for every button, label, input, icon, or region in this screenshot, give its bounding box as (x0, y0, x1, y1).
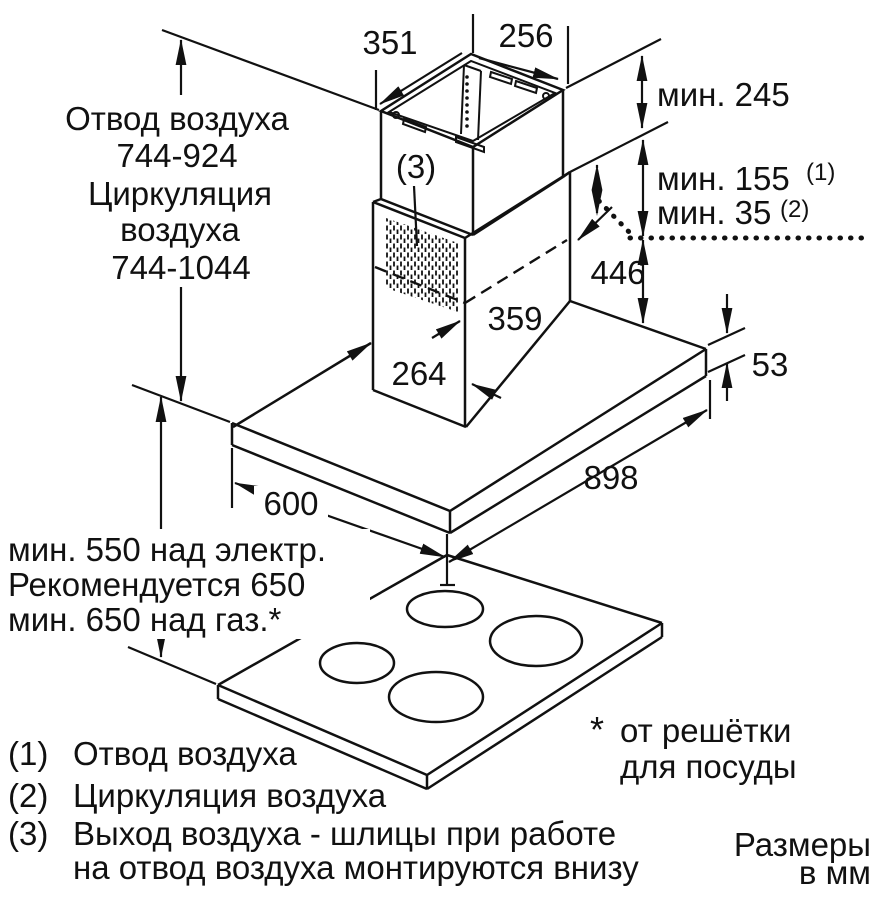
dim-351: 351 (362, 14, 475, 110)
units-note: Размеры в мм (734, 826, 871, 891)
dim-256: 256 (478, 17, 570, 84)
duct-height-line2: 744-924 (116, 137, 237, 174)
dim-min35-label: мин. 35 (657, 194, 771, 231)
dim-53-label: 53 (752, 346, 789, 383)
burner-ring (405, 589, 485, 629)
chimney-top-rim (386, 59, 558, 143)
dim-359: 359 (431, 300, 543, 339)
footnote-2-num: (2) (8, 777, 48, 814)
dim-359-label: 359 (487, 300, 542, 337)
vent-marker-label: (3) (396, 148, 436, 185)
footnote-2-text: Циркуляция воздуха (73, 777, 387, 814)
footnotes: (1) Отвод воздуха (2) Циркуляция воздуха… (8, 735, 639, 886)
footnote-3-text: Выход воздуха - шлицы при работе (73, 815, 616, 852)
dim-duct-height: Отвод воздуха 744-924 Циркуляция воздуха… (44, 28, 380, 402)
dim-min35-sup: (2) (780, 196, 809, 223)
duct-height-line5: 744-1044 (111, 249, 250, 286)
rim-hole (392, 111, 400, 119)
clearance-line2: Рекомендуется 650 (8, 566, 305, 603)
rim-slot (513, 79, 539, 95)
centerline-to-cooktop (440, 534, 455, 587)
burner-ring (318, 641, 396, 685)
hidden-edge-dashed (374, 265, 466, 305)
bracket-foot (455, 135, 485, 154)
dim-446: 446 (590, 239, 649, 324)
rim-hole (542, 92, 550, 100)
footnote-1-num: (1) (8, 735, 48, 772)
clearance-line1: мин. 550 над электр. (8, 531, 326, 568)
dim-600-label: 600 (263, 485, 318, 522)
dim-256-label: 256 (498, 17, 553, 54)
dim-clearance: мин. 550 над электр. Рекомендуется 650 м… (2, 383, 370, 686)
rim-slot (488, 70, 514, 86)
footnote-3-num: (3) (8, 815, 48, 852)
dim-898-label: 898 (583, 459, 638, 496)
duct-height-line3: Циркуляция (88, 175, 272, 212)
duct-height-line4: воздуха (120, 211, 240, 248)
clearance-line3: мин. 650 над газ.* (8, 601, 282, 638)
dim-min245-label: мин. 245 (657, 76, 790, 113)
footnote-3-text2: на отвод воздуха монтируются внизу (73, 849, 639, 886)
hidden-edge-dashed (464, 238, 568, 305)
label-backdrop (2, 529, 370, 639)
dim-446-label: 446 (590, 254, 645, 291)
units-line2: в мм (799, 854, 871, 891)
dim-351-label: 351 (362, 24, 417, 61)
dim-53: 53 (707, 294, 789, 401)
label-backdrop (254, 486, 328, 520)
burner-ring (387, 670, 485, 724)
dim-min245: мин. 245 (565, 38, 790, 173)
bracket-holes (465, 75, 469, 128)
vent-slots-hatch (386, 218, 458, 312)
label-backdrop (44, 95, 312, 287)
dim-min155-min35: мин. 155 (1) мин. 35 (2) (577, 139, 871, 241)
rim-slot (401, 117, 428, 134)
units-line1: Размеры (734, 826, 871, 863)
dim-min155-sup: (1) (806, 159, 835, 186)
vent-marker-leader (412, 185, 419, 247)
grate-note-line1: от решётки (620, 712, 791, 749)
reference-dots-diagonal (596, 198, 634, 237)
grate-note: * от решётки для посуды (590, 709, 797, 785)
grate-note-star: * (590, 709, 604, 750)
cooktop (216, 553, 664, 791)
mounting-bracket (392, 64, 550, 154)
footnote-1-text: Отвод воздуха (73, 735, 297, 772)
dim-898: 898 (448, 380, 712, 563)
dim-600: 600 (230, 448, 446, 559)
dim-min155-label: мин. 155 (657, 160, 790, 197)
burner-ring (488, 614, 584, 668)
duct-height-line1: Отвод воздуха (65, 100, 289, 137)
dim-264-label: 264 (391, 355, 446, 392)
grate-note-line2: для посуды (620, 748, 797, 785)
dim-264: 264 (391, 355, 502, 400)
